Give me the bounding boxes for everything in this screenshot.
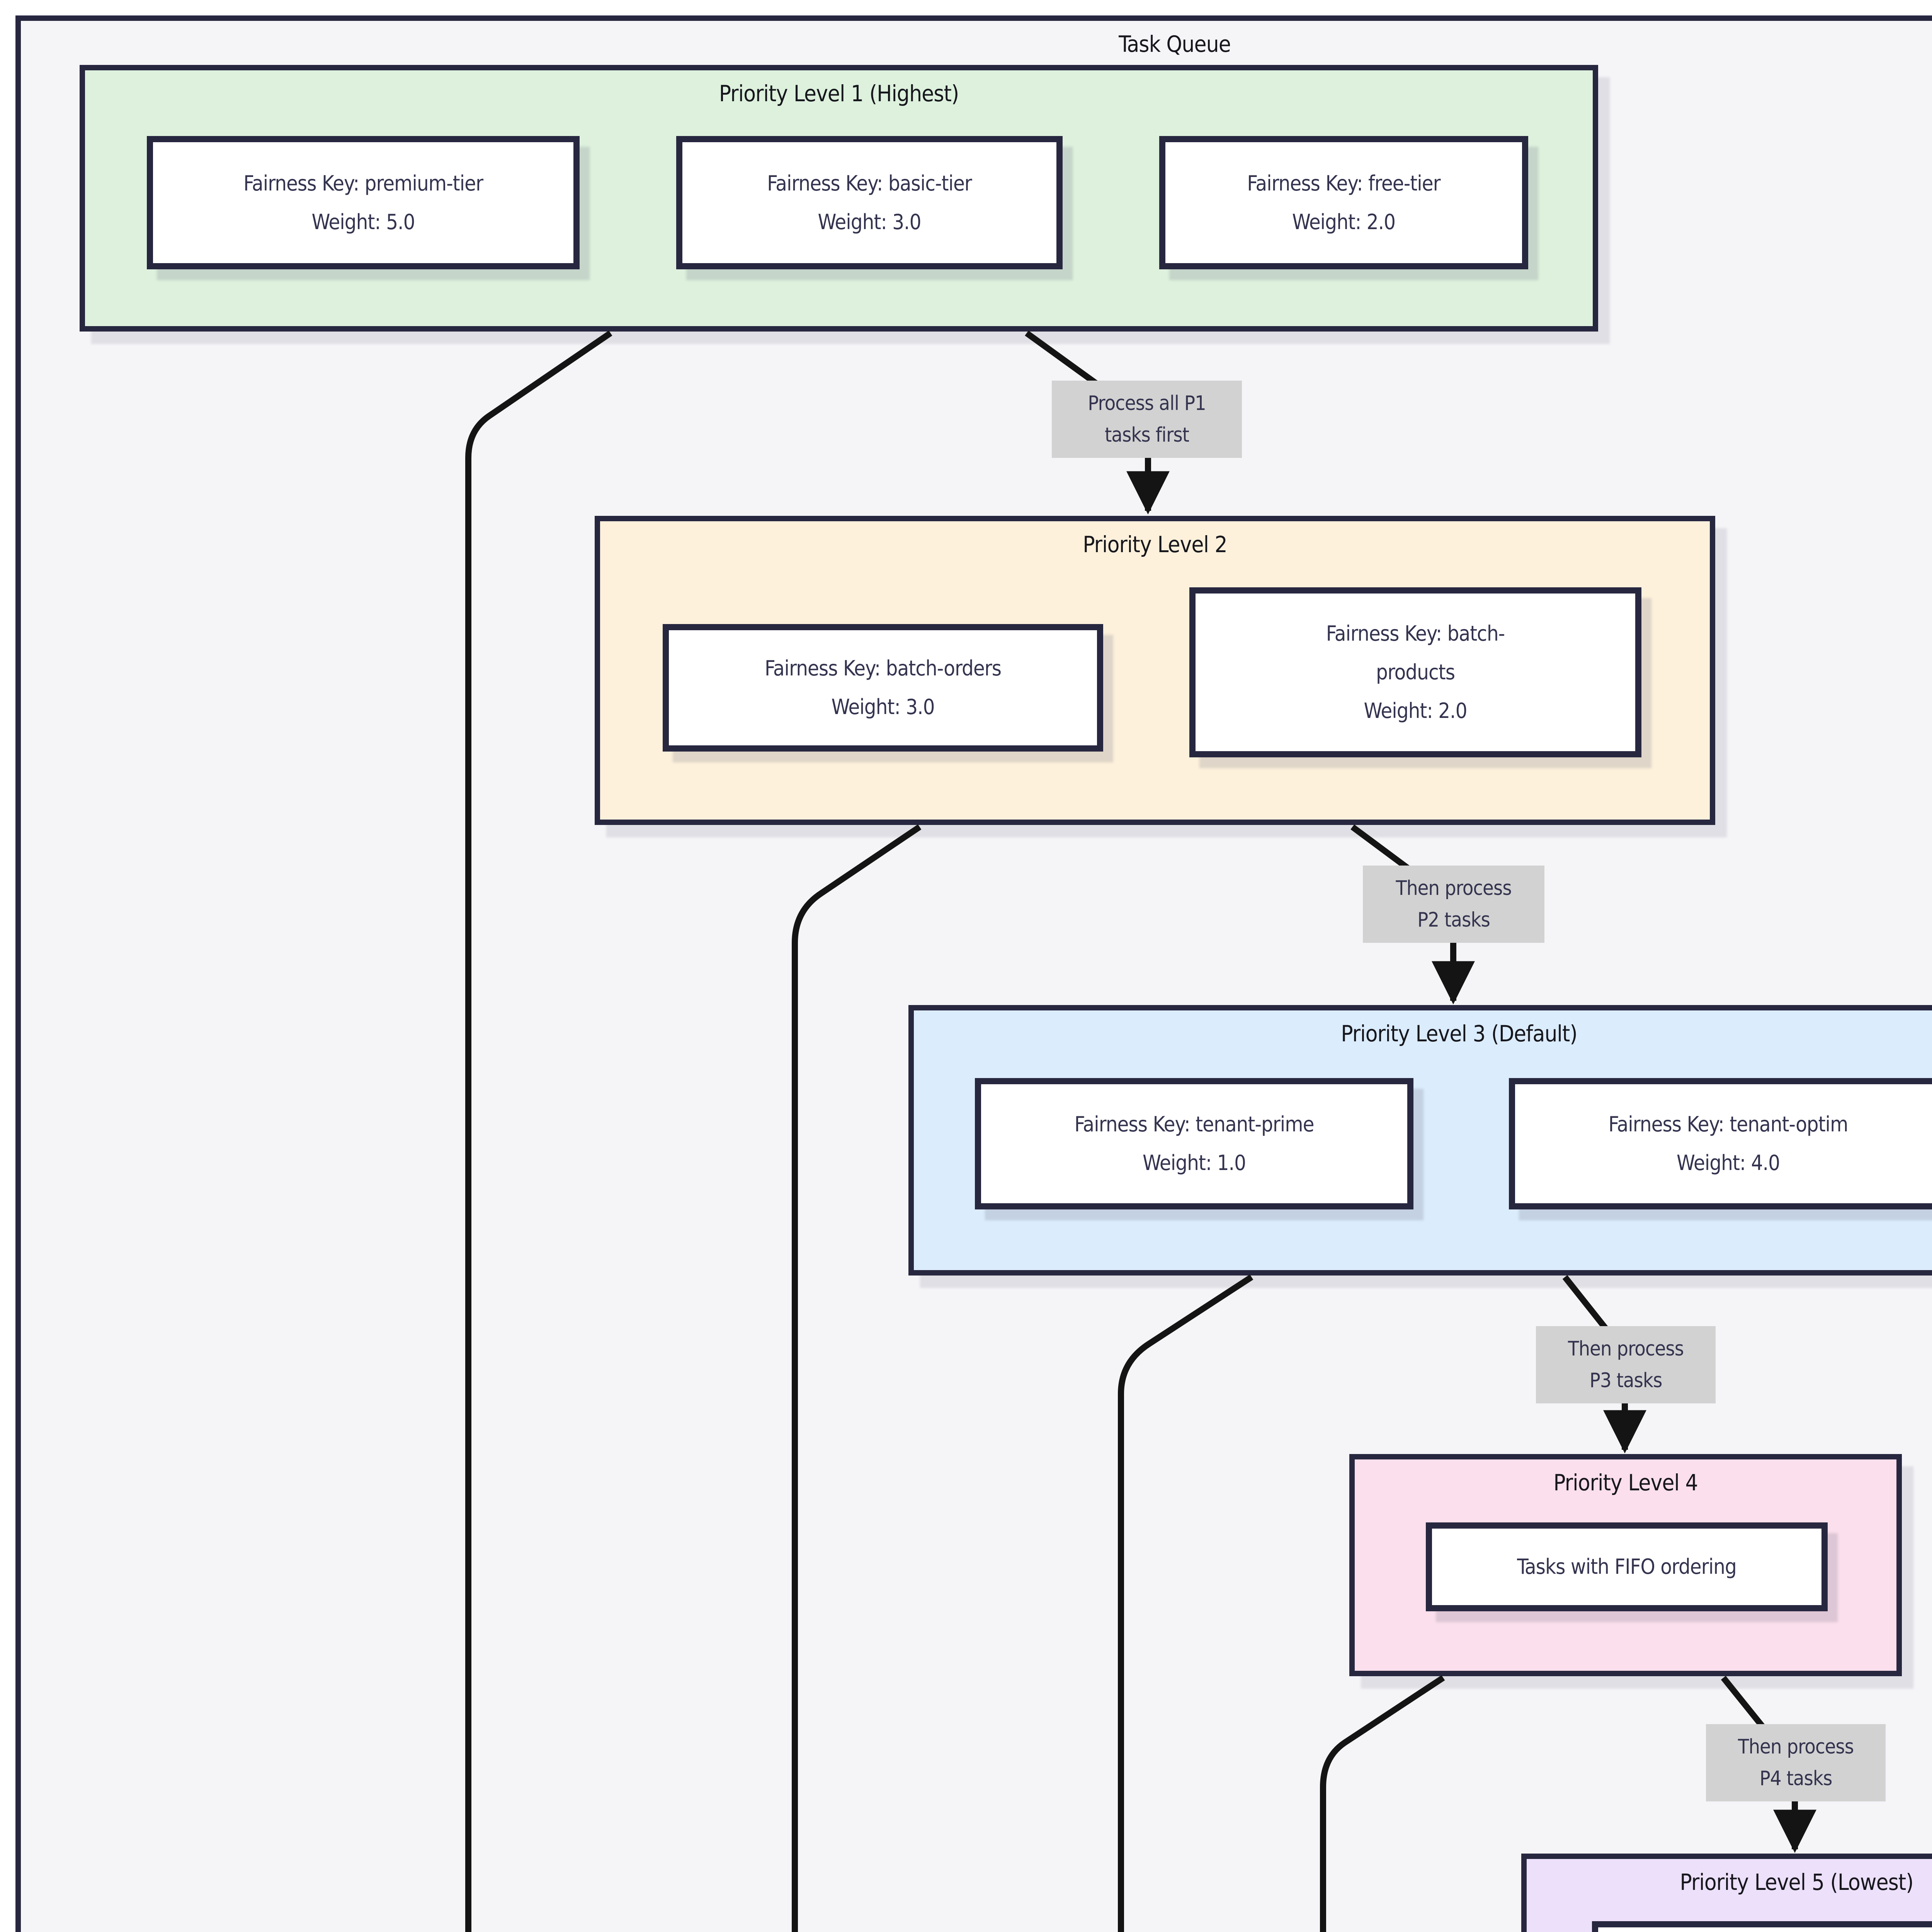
node-text-line: Weight: 4.0 [1677, 1151, 1780, 1175]
node-text-line: Fairness Key: tenant-prime [1074, 1112, 1314, 1136]
cluster-priority-5: Priority Level 5 (Lowest) [1521, 1854, 1932, 1932]
node-text-line: Weight: 2.0 [1364, 699, 1468, 723]
edge-label-line: P4 tasks [1759, 1767, 1833, 1790]
node-text-line: Fairness Key: free-tier [1247, 171, 1440, 196]
node-text-line: Fairness Key: batch-orders [764, 656, 1002, 680]
node-text-line: Weight: 5.0 [311, 209, 415, 234]
node-basic-tier: Fairness Key: basic-tier Weight: 3.0 [676, 136, 1063, 269]
edge-label-line: Then process [1396, 877, 1512, 900]
node-batch-orders: Fairness Key: batch-orders Weight: 3.0 [663, 624, 1103, 752]
edge-label-line: Then process [1568, 1337, 1684, 1361]
node-text-line: Weight: 3.0 [818, 209, 922, 234]
edge-label-line: tasks first [1104, 423, 1189, 447]
node-tenant-prime: Fairness Key: tenant-prime Weight: 1.0 [975, 1078, 1413, 1209]
cluster-priority-5-title: Priority Level 5 (Lowest) [1680, 1869, 1913, 1895]
node-text-line: Fairness Key: basic-tier [767, 171, 972, 196]
edge-label-process-p2: Then process P2 tasks [1363, 866, 1544, 943]
edge-label-line: P2 tasks [1417, 908, 1490, 932]
node-fifo-p4: Tasks with FIFO ordering [1426, 1522, 1828, 1611]
cluster-priority-4-title: Priority Level 4 [1553, 1469, 1698, 1496]
node-text-line: Tasks with FIFO ordering [1517, 1554, 1737, 1579]
node-batch-products: Fairness Key: batch- products Weight: 2.… [1189, 587, 1641, 757]
node-fifo-p5: Tasks with FIFO ordering [1592, 1921, 1932, 1932]
node-premium-tier: Fairness Key: premium-tier Weight: 5.0 [147, 136, 580, 269]
cluster-priority-2-title: Priority Level 2 [1083, 531, 1228, 558]
edge-label-process-p4: Then process P4 tasks [1706, 1724, 1886, 1801]
node-text-line: Weight: 1.0 [1143, 1151, 1246, 1175]
edge-label-process-p1: Process all P1 tasks first [1052, 381, 1242, 458]
edge-label-line: Process all P1 [1088, 392, 1206, 415]
node-text-line: products [1376, 660, 1455, 684]
edge-label-line: P3 tasks [1589, 1369, 1663, 1392]
cluster-task-queue: Task Queue [15, 15, 1932, 1932]
node-free-tier: Fairness Key: free-tier Weight: 2.0 [1159, 136, 1528, 269]
node-text-line: Fairness Key: premium-tier [243, 171, 483, 196]
edge-label-line: Then process [1738, 1735, 1854, 1759]
cluster-priority-3-title: Priority Level 3 (Default) [1341, 1020, 1577, 1047]
node-tenant-optim: Fairness Key: tenant-optim Weight: 4.0 [1509, 1078, 1932, 1209]
node-text-line: Fairness Key: tenant-optim [1608, 1112, 1849, 1136]
node-text-line: Weight: 3.0 [831, 695, 935, 719]
node-text-line: Weight: 2.0 [1292, 209, 1396, 234]
edge-label-process-p3: Then process P3 tasks [1536, 1326, 1716, 1403]
cluster-priority-1-title: Priority Level 1 (Highest) [719, 80, 959, 107]
cluster-task-queue-title: Task Queue [1119, 31, 1231, 57]
node-text-line: Fairness Key: batch- [1326, 621, 1505, 646]
